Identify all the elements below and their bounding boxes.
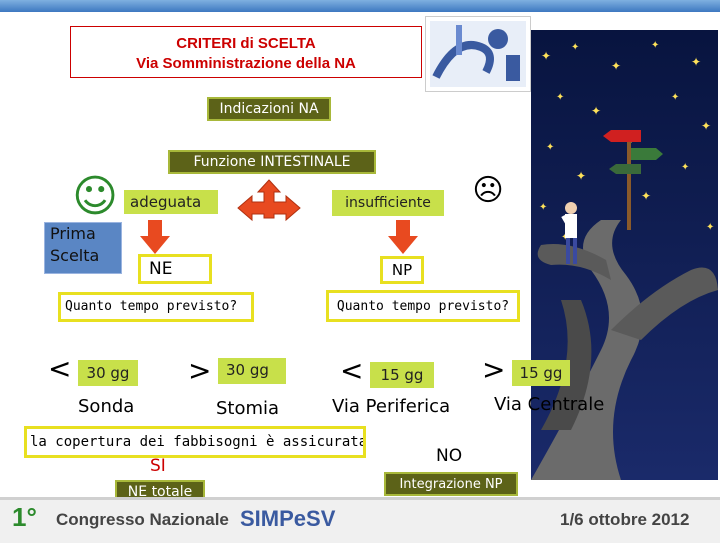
footer-brand: SIMPeSV (240, 506, 336, 531)
prima-scelta-box: Prima Scelta (44, 222, 122, 274)
via-periferica-label: Via Periferica (332, 396, 451, 417)
svg-text:✦: ✦ (591, 104, 601, 118)
integrazione-np-label: Integrazione NP (399, 476, 503, 492)
greater-than-15-symbol: > (482, 353, 506, 386)
frowny-icon: ☹ (472, 172, 504, 208)
ne-label: NE (149, 259, 173, 279)
copertura-label: la copertura dei fabbisogni è assicurata… (30, 434, 366, 450)
via-centrale-label: Via Centrale (494, 394, 605, 415)
integrazione-np-box: Integrazione NP (384, 472, 518, 496)
svg-text:✦: ✦ (576, 169, 586, 183)
svg-text:✦: ✦ (641, 189, 651, 203)
ne-totale-label: NE totale (127, 484, 193, 500)
svg-text:✦: ✦ (681, 162, 689, 173)
top-bar (0, 0, 720, 12)
prima-scelta-line2: Scelta (50, 246, 100, 265)
svg-text:✦: ✦ (706, 222, 714, 233)
funzione-box: Funzione INTESTINALE (168, 150, 376, 174)
svg-text:✦: ✦ (611, 59, 621, 73)
sonda-label: Sonda (78, 396, 135, 417)
insufficiente-label: insufficiente (345, 195, 431, 211)
quanto-left-label: Quanto tempo previsto? (65, 299, 238, 314)
night-sky-svg: ✦✦ ✦✦ ✦✦ ✦✦ ✦✦ ✦✦ ✦✦ ✦✦ ✦✦ (531, 30, 718, 480)
title-line1: CRITERI di SCELTA (176, 35, 316, 52)
prima-scelta-line1: Prima (50, 224, 96, 243)
walker-figure (561, 202, 577, 264)
down-arrow-icon-left (140, 220, 170, 254)
quanto-right-box: Quanto tempo previsto? (326, 290, 520, 322)
quanto-left-box: Quanto tempo previsto? (58, 292, 254, 322)
less-than-30-symbol: < (48, 352, 72, 385)
title-line2: Via Somministrazione della NA (136, 55, 356, 72)
gg30-right-box: 30 gg (218, 358, 286, 384)
logo-icon (425, 16, 531, 92)
svg-text:✦: ✦ (571, 42, 579, 53)
adeguata-label: adeguata (130, 193, 202, 211)
gg15-left-box: 15 gg (370, 362, 434, 388)
no-label: NO (436, 446, 463, 466)
smiley-icon: ☺ (72, 171, 118, 222)
svg-text:✦: ✦ (671, 92, 679, 103)
footer-date: 1/6 ottobre 2012 (560, 510, 690, 529)
footer-congress-label: Congresso Nazionale (56, 510, 229, 529)
gg30-left-box: 30 gg (78, 360, 138, 386)
svg-text:✦: ✦ (556, 92, 564, 103)
gg30-right-label: 30 gg (226, 361, 269, 379)
adeguata-box: adeguata (124, 190, 218, 214)
greater-than-30-symbol: > (188, 354, 212, 387)
indicazioni-label: Indicazioni NA (219, 101, 319, 117)
gg30-left-label: 30 gg (86, 364, 130, 382)
less-than-15-symbol: < (340, 354, 364, 387)
title-box: CRITERI di SCELTA Via Somministrazione d… (70, 26, 422, 78)
copertura-box: la copertura dei fabbisogni è assicurata… (24, 426, 366, 458)
four-way-arrow-icon (236, 178, 302, 234)
gg15-left-label: 15 gg (380, 366, 424, 384)
footer-congress-number: 1° (12, 502, 37, 532)
ne-box: NE (138, 254, 212, 284)
svg-text:✦: ✦ (701, 119, 711, 133)
svg-text:✦: ✦ (691, 55, 701, 69)
np-label: NP (391, 261, 413, 279)
svg-text:✦: ✦ (539, 202, 547, 213)
down-arrow-icon-right (388, 220, 418, 254)
svg-text:✦: ✦ (651, 40, 659, 51)
footer-bar: 1° Congresso Nazionale SIMPeSV 1/6 ottob… (0, 497, 720, 543)
quanto-right-label: Quanto tempo previsto? (336, 298, 510, 314)
night-road-illustration: ✦✦ ✦✦ ✦✦ ✦✦ ✦✦ ✦✦ ✦✦ ✦✦ ✦✦ (531, 30, 718, 480)
indicazioni-box: Indicazioni NA (207, 97, 331, 121)
si-label: SI (150, 456, 166, 476)
insufficiente-box: insufficiente (332, 190, 444, 216)
funzione-label: Funzione INTESTINALE (193, 154, 351, 170)
np-box: NP (380, 256, 424, 284)
gg15-right-label: 15 gg (519, 364, 563, 382)
svg-text:✦: ✦ (541, 49, 551, 63)
stomia-label: Stomia (216, 398, 280, 419)
svg-text:✦: ✦ (546, 142, 554, 153)
gg15-right-box: 15 gg (512, 360, 570, 386)
